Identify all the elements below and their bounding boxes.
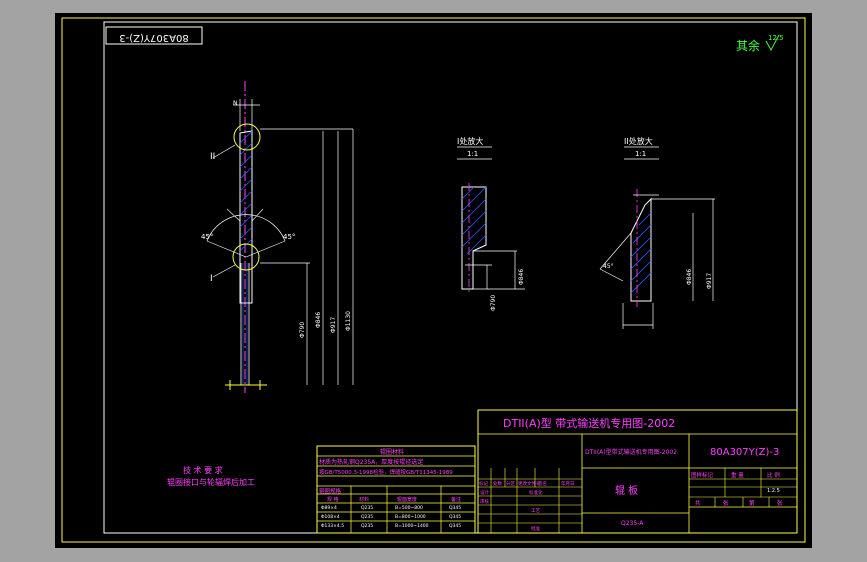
svg-text:N: N	[233, 100, 238, 107]
svg-text:Φ917: Φ917	[706, 273, 713, 289]
svg-text:张: 张	[777, 499, 783, 507]
angle-left: 45°	[201, 233, 213, 241]
svg-text:规 格: 规 格	[327, 496, 339, 503]
mirrored-code-box: 80A307Y(Z)-3	[105, 26, 203, 45]
svg-text:B=800~1000: B=800~1000	[395, 514, 426, 520]
detail-2-title: II处放大	[624, 136, 653, 146]
svg-text:标记: 标记	[479, 480, 488, 487]
roughness-note-text: 其余	[736, 38, 760, 53]
svg-text:B=500~800: B=500~800	[395, 505, 423, 511]
material-table: 辊圈材料 材质为热轧钢Q235A，厚度按辊径选定 按GB/T5000.3-199…	[316, 445, 476, 534]
material-table-title: 辊圈材料	[380, 448, 404, 456]
title-project: DTII(A)型带式输送机专用图-2002	[585, 448, 677, 456]
svg-text:Φ917: Φ917	[330, 317, 337, 333]
svg-text:B=1000~1400: B=1000~1400	[395, 523, 429, 529]
svg-text:比 例: 比 例	[767, 471, 780, 479]
material-table-row1: 材质为热轧钢Q235A，厚度按辊径选定	[319, 458, 423, 466]
detail-label-1: I	[210, 274, 213, 284]
roughness-symbol-icon	[765, 34, 780, 52]
svg-text:Φ846: Φ846	[686, 269, 693, 285]
title-material: Q235-A	[621, 520, 644, 527]
table-row: Φ133×4.5	[321, 523, 344, 529]
svg-text:设计: 设计	[480, 489, 489, 496]
svg-text:工艺: 工艺	[531, 508, 540, 514]
svg-text:Φ1130: Φ1130	[345, 311, 352, 331]
title-main: DTII(A)型 带式输送机专用图-2002	[503, 416, 675, 430]
detail-view-1: I处放大 1:1 Φ790 Φ846	[457, 136, 525, 311]
svg-text:处数: 处数	[493, 480, 502, 487]
svg-text:共: 共	[695, 499, 701, 507]
svg-text:Q235: Q235	[361, 523, 373, 529]
svg-text:签名: 签名	[538, 480, 547, 487]
svg-text:标准化: 标准化	[529, 489, 543, 496]
mirrored-code-text: 80A307Y(Z)-3	[119, 32, 188, 43]
svg-text:Q345: Q345	[449, 514, 461, 520]
detail-1-title: I处放大	[457, 136, 483, 146]
svg-text:Φ790: Φ790	[490, 295, 497, 311]
svg-text:Q345: Q345	[449, 523, 461, 529]
detail-2-scale: 1:1	[635, 150, 646, 158]
svg-text:辊面宽度: 辊面宽度	[397, 496, 417, 503]
svg-text:图样标记: 图样标记	[691, 471, 714, 479]
main-view: N II I 45° 45° Φ790 Φ846 Φ917 Φ1130	[201, 81, 354, 393]
tech-req-line1: 辊圈接口与轮辐焊后加工	[167, 477, 255, 487]
title-part-name: 辊 板	[615, 484, 638, 497]
roughness-value: 12.5	[768, 34, 784, 42]
svg-text:Q235: Q235	[361, 505, 373, 511]
svg-text:张: 张	[723, 499, 729, 507]
table-row: Φ89×4	[321, 505, 337, 511]
svg-text:Φ846: Φ846	[315, 312, 322, 328]
detail-circle-2	[233, 123, 261, 151]
svg-text:Φ846: Φ846	[518, 269, 525, 285]
table-row: Φ108×4	[321, 514, 340, 520]
cad-viewport[interactable]: 80A307Y(Z)-3 其余 12.5	[55, 13, 812, 548]
title-block: DTII(A)型 带式输送机专用图-2002 DTII(A)型带式输送机专用图-…	[477, 409, 798, 534]
detail-1-scale: 1:1	[467, 150, 478, 158]
svg-text:年月日: 年月日	[561, 480, 575, 487]
svg-text:重 量: 重 量	[731, 471, 744, 479]
svg-text:第: 第	[749, 499, 755, 507]
angle-right: 45°	[283, 233, 295, 241]
detail-circle-1	[232, 243, 260, 271]
svg-text:批准: 批准	[531, 525, 540, 532]
detail-2-angle: 45°	[603, 263, 614, 270]
engineering-drawing: 80A307Y(Z)-3 其余 12.5	[61, 17, 806, 543]
svg-text:审核: 审核	[480, 498, 489, 505]
svg-text:更改文件号: 更改文件号	[518, 480, 541, 487]
roughness-note: 其余 12.5	[736, 34, 784, 53]
tech-req-title: 技 术 要 求	[183, 465, 223, 475]
material-table-row2: 按GB/T5000.3-1998检验，焊缝按GB/T11345-1989	[319, 468, 453, 476]
svg-text:材料: 材料	[359, 496, 369, 503]
detail-label-2: II	[210, 152, 215, 162]
sheet-outer-frame	[61, 17, 806, 543]
material-table-header-label: 辊圈规格	[319, 487, 342, 495]
title-drawing-no: 80A307Y(Z)-3	[710, 447, 779, 458]
svg-text:Q345: Q345	[449, 505, 461, 511]
detail-view-2: II处放大 1:1 Φ846 Φ917 45°	[599, 136, 715, 329]
svg-text:Φ790: Φ790	[299, 322, 306, 338]
svg-text:1:2.5: 1:2.5	[767, 488, 780, 494]
svg-text:备注: 备注	[451, 496, 461, 503]
tech-requirements: 技 术 要 求 辊圈接口与轮辐焊后加工	[167, 465, 255, 487]
svg-text:Q235: Q235	[361, 514, 373, 520]
svg-text:分区: 分区	[506, 480, 515, 487]
